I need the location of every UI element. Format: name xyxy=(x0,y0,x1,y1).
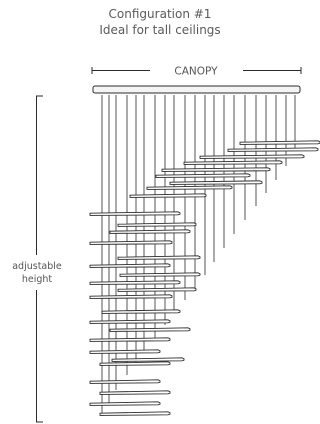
light-stick xyxy=(227,147,319,152)
light-stick xyxy=(101,309,181,314)
light-stick xyxy=(89,379,161,384)
light-stick xyxy=(99,411,171,416)
light-stick xyxy=(89,240,173,245)
light-stick xyxy=(111,357,185,362)
diagram-title: Configuration #1 xyxy=(108,7,212,21)
diagram-subtitle: Ideal for tall ceilings xyxy=(99,23,221,37)
pendant-group xyxy=(89,95,320,416)
light-stick xyxy=(239,140,320,145)
canopy xyxy=(92,85,301,94)
light-stick xyxy=(146,185,233,190)
light-stick xyxy=(89,401,161,406)
light-stick xyxy=(117,255,201,260)
canopy-label: CANOPY xyxy=(174,66,218,78)
light-stick xyxy=(119,272,201,277)
light-stick xyxy=(169,180,263,185)
light-stick xyxy=(109,327,191,332)
light-stick xyxy=(89,294,173,299)
light-stick xyxy=(199,154,305,159)
light-stick xyxy=(183,160,283,165)
canopy-dimension-bracket xyxy=(91,67,302,74)
light-stick xyxy=(99,361,171,366)
light-stick xyxy=(89,319,171,324)
light-stick xyxy=(109,229,191,234)
light-stick xyxy=(89,211,181,216)
height-dimension-bracket xyxy=(36,95,43,423)
light-stick xyxy=(117,222,197,227)
height-label-line2: height xyxy=(21,274,53,285)
light-stick xyxy=(117,287,197,292)
light-stick xyxy=(155,173,251,178)
light-stick xyxy=(89,263,171,268)
light-stick xyxy=(99,390,171,395)
light-stick xyxy=(129,193,207,198)
light-stick xyxy=(89,337,171,342)
light-stick xyxy=(89,349,161,354)
height-label-line1: adjustable xyxy=(12,261,62,272)
light-stick xyxy=(89,280,181,285)
light-stick xyxy=(161,167,271,172)
